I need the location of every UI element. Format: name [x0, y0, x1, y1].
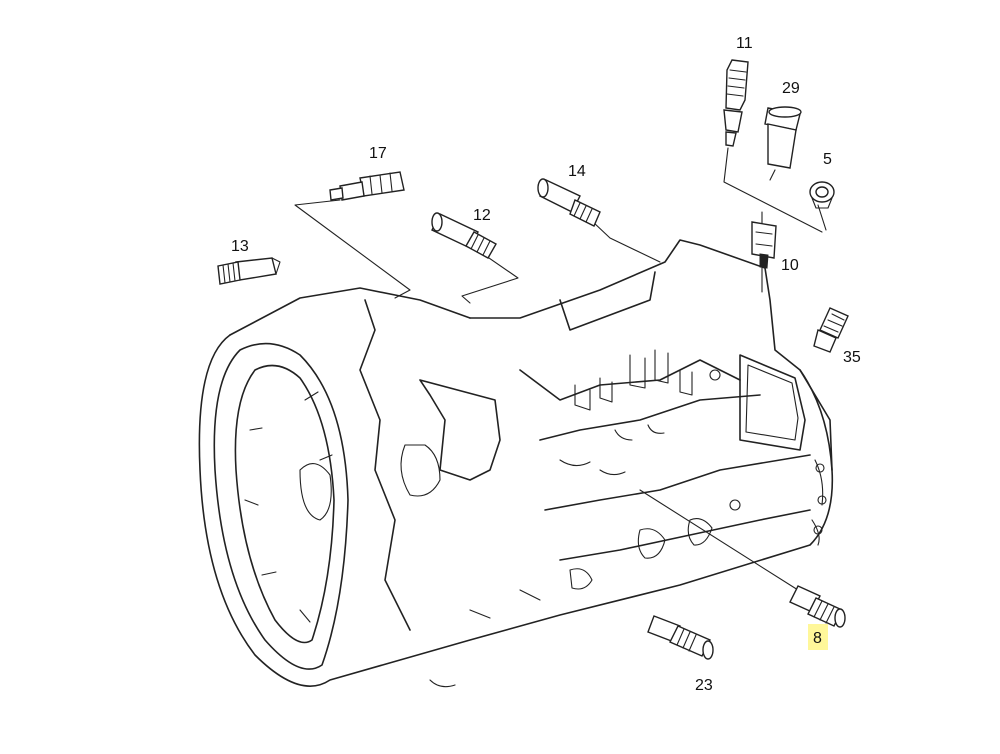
- label-5: 5: [823, 151, 832, 168]
- label-17: 17: [369, 145, 387, 162]
- part-13[interactable]: [217, 257, 281, 285]
- part-8[interactable]: [789, 585, 846, 628]
- transmission-housing: [198, 239, 834, 688]
- label-35: 35: [843, 349, 861, 366]
- label-23: 23: [695, 677, 713, 694]
- part-35[interactable]: [813, 307, 849, 353]
- part-11[interactable]: [723, 59, 749, 147]
- part-5[interactable]: [809, 181, 835, 209]
- label-29: 29: [782, 80, 800, 97]
- part-14[interactable]: [537, 178, 601, 227]
- label-14: 14: [568, 163, 586, 180]
- highlight-part-8: [808, 624, 828, 650]
- part-17[interactable]: [329, 171, 405, 201]
- label-11: 11: [736, 35, 753, 52]
- part-12[interactable]: [431, 212, 497, 259]
- label-10: 10: [781, 257, 799, 274]
- label-12: 12: [473, 207, 491, 224]
- part-23[interactable]: [647, 615, 714, 660]
- part-10[interactable]: [751, 221, 777, 269]
- label-8: 8: [813, 630, 822, 647]
- label-13: 13: [231, 238, 249, 255]
- part-29[interactable]: [764, 106, 802, 169]
